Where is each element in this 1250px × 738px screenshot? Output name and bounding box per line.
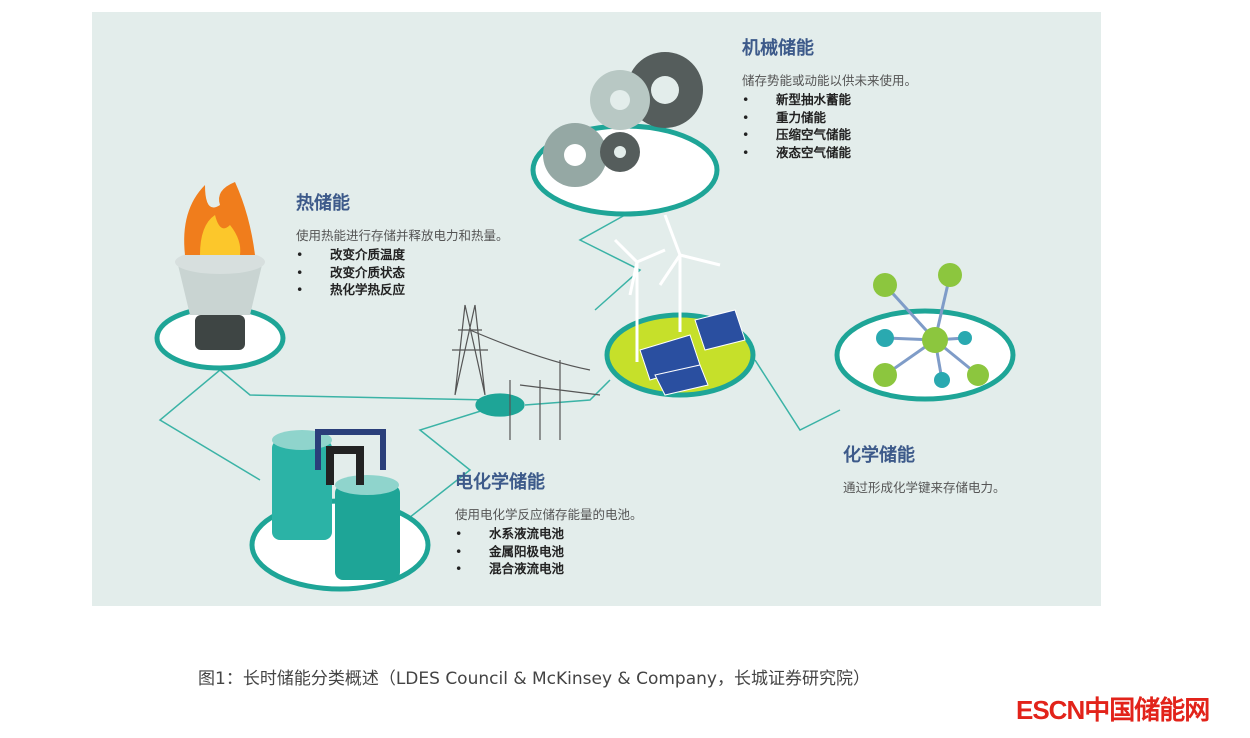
mechanical-desc: 储存势能或动能以供未来使用。: [742, 73, 918, 88]
molecule-icon: [834, 263, 1016, 402]
electrochemical-desc: 使用电化学反应储存能量的电池。: [455, 507, 643, 522]
thermal-desc: 使用热能进行存储并释放电力和热量。: [296, 228, 509, 243]
power-tower-icon: [452, 304, 601, 440]
connector-lines: [158, 214, 841, 526]
thermal-storage-block: 热储能 使用热能进行存储并释放电力和热量。 改变介质温度 改变介质状态 热化学热…: [296, 189, 509, 299]
electrochemical-storage-block: 电化学储能 使用电化学反应储存能量的电池。 水系液流电池 金属阳极电池 混合液流…: [455, 468, 643, 578]
flow-battery-tanks-icon: [249, 429, 431, 592]
mechanical-title: 机械储能: [742, 38, 814, 59]
chemical-desc: 通过形成化学键来存储电力。: [843, 480, 1006, 495]
chemical-title: 化学储能: [843, 445, 915, 466]
list-item: 压缩空气储能: [742, 126, 917, 144]
list-item: 液态空气储能: [742, 144, 917, 162]
solar-wind-icon: [604, 214, 756, 398]
escn-logo: ESCN中国储能网: [1016, 695, 1210, 725]
list-item: 新型抽水蓄能: [742, 91, 917, 109]
flame-burner-icon: [154, 182, 286, 371]
gears-icon: [530, 52, 720, 217]
electrochemical-title: 电化学储能: [455, 472, 545, 493]
list-item: 重力储能: [742, 109, 917, 127]
list-item: 热化学热反应: [296, 281, 509, 299]
list-item: 改变介质温度: [296, 246, 509, 264]
list-item: 水系液流电池: [455, 525, 643, 543]
list-item: 改变介质状态: [296, 264, 509, 282]
figure-caption: 图1：长时储能分类概述（LDES Council & McKinsey & Co…: [198, 669, 870, 689]
list-item: 混合液流电池: [455, 560, 643, 578]
thermal-title: 热储能: [296, 193, 350, 214]
list-item: 金属阳极电池: [455, 543, 643, 561]
chemical-storage-block: 化学储能 通过形成化学键来存储电力。: [843, 441, 1006, 498]
mechanical-storage-block: 机械储能 储存势能或动能以供未来使用。 新型抽水蓄能 重力储能 压缩空气储能 液…: [742, 34, 917, 161]
